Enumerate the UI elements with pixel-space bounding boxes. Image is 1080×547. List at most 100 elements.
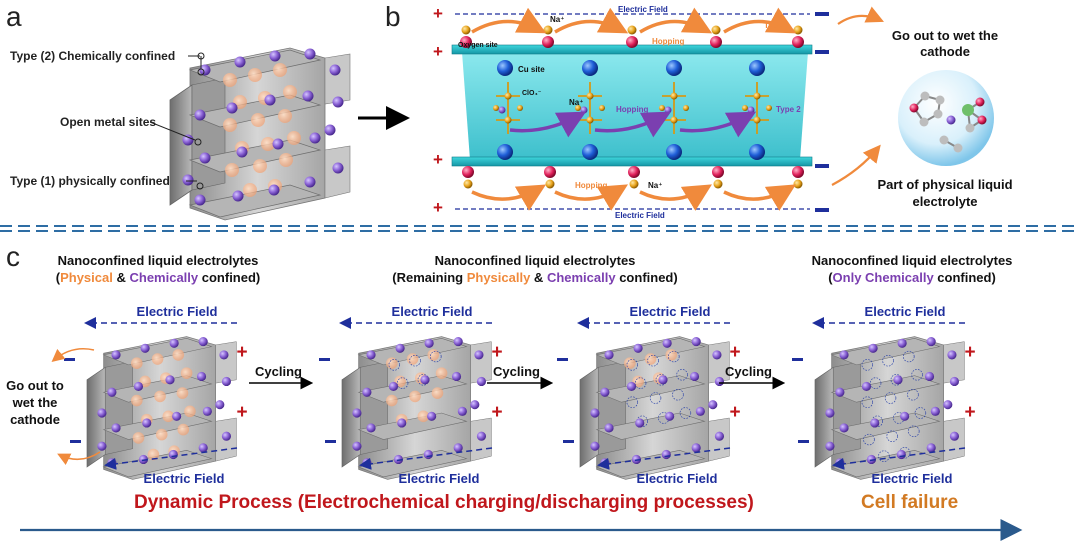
plus-sign-c: +: [729, 342, 740, 363]
clo4-atom: [586, 92, 594, 100]
cu-site-sphere: [497, 144, 513, 160]
mof-fin: [102, 412, 213, 440]
na-ion-label-top: Na⁺: [550, 15, 564, 24]
molecule-atom: [933, 109, 943, 119]
chemically-confined-sphere: [604, 423, 614, 433]
mof-flange: [324, 53, 351, 105]
physically-confined-sphere: [435, 367, 448, 379]
electric-field-label-c-top: Electric Field: [137, 304, 218, 319]
plus-sign-c: +: [729, 402, 740, 423]
chemically-confined-sphere: [221, 431, 232, 441]
mof-fin: [595, 450, 706, 478]
mof-fin: [102, 338, 213, 366]
minus-sign-c: [319, 358, 330, 361]
na-ion-label-bottom: Na⁺: [648, 181, 662, 190]
leader-dot-open-metal: [194, 138, 202, 146]
molecule-atom: [920, 91, 930, 101]
chemically-confined-sphere: [324, 124, 336, 136]
heading-1-title: Nanoconfined liquid electrolytes: [58, 253, 259, 268]
physically-confined-sphere: [278, 109, 292, 123]
minus-sign-b: [815, 208, 829, 212]
chemically-confined-sphere: [949, 431, 960, 441]
heading-2-subtitle: (Remaining Physically & Chemically confi…: [392, 270, 677, 285]
clo4-atom: [753, 116, 761, 124]
mof-channel-side: [833, 361, 861, 455]
chemically-confined-sphere: [665, 411, 675, 421]
mof-fin: [357, 450, 468, 478]
go-out-arrow-c-top: [51, 347, 95, 363]
chemically-confined-sphere: [140, 343, 150, 353]
cu-site-label: Cu site: [518, 65, 545, 74]
panel-b: ++++: [433, 4, 994, 217]
minus-sign-c: [70, 440, 81, 443]
physically-confined-sphere: [180, 367, 193, 379]
mof-structure-c-3: [579, 336, 730, 480]
minus-sign-c: [563, 440, 574, 443]
chemically-confined-sphere: [97, 408, 107, 418]
plus-sign-c: +: [491, 342, 502, 363]
chemically-confined-sphere: [427, 411, 437, 421]
chemically-confined-sphere: [835, 387, 845, 397]
chemically-confined-sphere: [708, 400, 718, 410]
hopping-arrow-top: [639, 7, 713, 34]
na-ion-chem-sphere: [580, 106, 588, 114]
plus-sign-c: +: [236, 342, 247, 363]
vacant-site-circle: [388, 359, 401, 371]
molecule-atom: [919, 117, 929, 127]
hopping-arrow-bottom: [639, 184, 712, 211]
vacant-site-circle: [884, 392, 897, 404]
minus-sign-b: [815, 164, 829, 168]
chemically-confined-sphere: [476, 376, 487, 387]
physically-confined-sphere: [385, 357, 398, 370]
chemically-confined-sphere: [896, 449, 906, 460]
chemically-confined-sphere: [900, 411, 910, 421]
physically-confined-sphere: [248, 68, 262, 82]
physically-confined-sphere: [155, 428, 168, 441]
clo4-atom: [599, 105, 605, 111]
cell-failure-caption: Cell failure: [861, 492, 958, 513]
heading-2-title: Nanoconfined liquid electrolytes: [435, 253, 636, 268]
chemically-confined-sphere: [470, 400, 480, 410]
chemically-confined-sphere: [897, 338, 907, 348]
chemically-confined-sphere: [332, 162, 344, 174]
physically-confined-sphere: [154, 390, 166, 403]
bottom-plate: [451, 156, 813, 167]
clo4-atom: [504, 92, 512, 100]
chemically-confined-sphere: [107, 387, 117, 397]
chemically-confined-sphere: [661, 449, 671, 460]
mof-channel-side: [598, 361, 626, 455]
plus-sign-c: +: [964, 342, 975, 363]
vacant-site-circle: [649, 392, 662, 404]
cu-site-sphere: [749, 60, 765, 76]
molecule-atom: [965, 123, 975, 133]
chemically-confined-sphere: [635, 418, 645, 428]
cycling-label-1: Cycling: [255, 364, 302, 379]
chemically-confined-sphere: [182, 174, 194, 186]
plus-sign-b: +: [433, 198, 443, 217]
hopping-label-middle: Hopping: [616, 105, 649, 114]
hopping-arrow-middle: [509, 111, 587, 138]
chemically-confined-sphere: [453, 443, 463, 453]
na-ion-label-middle: Na⁺: [569, 98, 583, 107]
leader-dot-type1: [196, 182, 204, 190]
chemically-confined-sphere: [196, 371, 207, 382]
physically-confined-sphere: [177, 423, 190, 436]
clo4-atom: [586, 116, 594, 124]
minus-sign-c: [557, 358, 568, 361]
chemically-confined-sphere: [352, 408, 362, 418]
clo4-atom: [766, 105, 772, 111]
molecule-atom: [935, 95, 945, 105]
heading-3-subtitle: (Only Chemically confined): [828, 270, 996, 285]
physically-confined-sphere: [172, 349, 185, 361]
chemically-confined-sphere: [626, 381, 637, 392]
chemically-confined-sphere: [226, 102, 238, 114]
mof-structure-c-1: [86, 336, 237, 480]
oxygen-site-label: Oxygen site: [458, 42, 498, 49]
molecule-atom: [977, 115, 987, 125]
chemically-confined-sphere: [362, 387, 372, 397]
vacant-site-circle: [626, 359, 639, 371]
minus-sign-b: [815, 50, 829, 54]
physically-confined-sphere: [151, 353, 164, 365]
chemically-confined-sphere: [304, 48, 316, 60]
vacant-site-circle: [430, 350, 442, 363]
